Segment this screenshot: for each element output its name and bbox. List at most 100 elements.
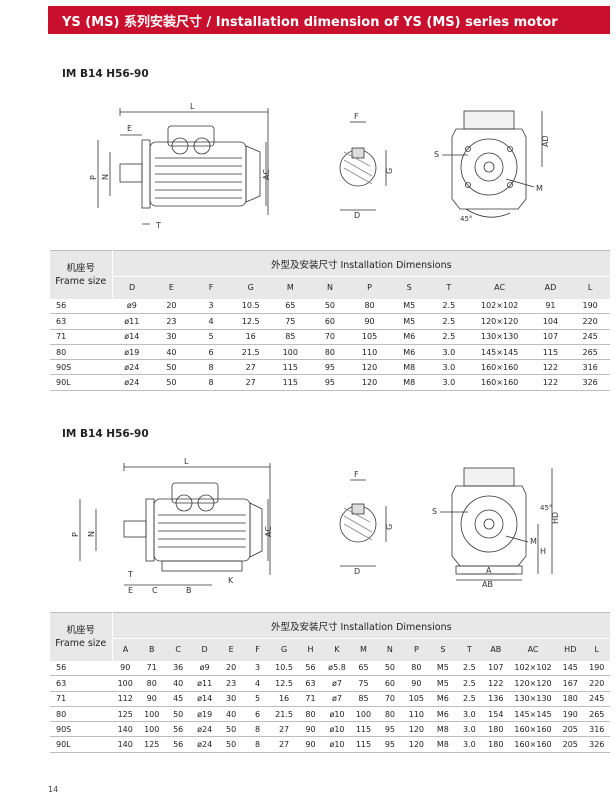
section1-title: IM B14 H56-90 — [62, 68, 149, 80]
table-cell: 190 — [557, 706, 584, 723]
tbl2-column-header: C — [164, 638, 192, 661]
table-cell: 36 — [164, 660, 192, 677]
table-cell: 4 — [244, 675, 271, 692]
tbl2-column-header: AC — [509, 638, 558, 661]
frame-size-cell: 90S — [50, 721, 112, 738]
table-cell: ø14 — [112, 329, 152, 345]
table-cell: 3 — [191, 298, 231, 315]
table-cell: 60 — [310, 313, 350, 330]
table-cell: M5 — [429, 660, 457, 677]
table-cell: ø24 — [112, 359, 152, 376]
table-cell: 160×160 — [468, 374, 531, 391]
tbl1-column-header: F — [191, 276, 231, 299]
tbl2-column-header: P — [403, 638, 430, 661]
s2-label-M: M — [530, 537, 537, 546]
table-cell: 23 — [151, 313, 192, 330]
table-cell: 80 — [297, 706, 324, 723]
s2-label-AC: AC — [264, 526, 273, 537]
tbl2-column-header: AB — [482, 638, 510, 661]
table-cell: 56 — [164, 736, 192, 753]
s2-label-G: G — [385, 524, 394, 530]
s1-label-M: M — [536, 184, 543, 193]
table-cell: 20 — [217, 660, 245, 677]
tbl2-column-header: F — [244, 638, 271, 661]
table-cell: 50 — [376, 660, 404, 677]
s1-label-AD: AD — [541, 135, 550, 147]
table-cell: M8 — [429, 721, 457, 738]
s2-label-E: E — [128, 586, 133, 595]
table-cell: 80 — [310, 344, 350, 361]
table-cell: 220 — [570, 313, 610, 330]
tbl2-column-header: N — [376, 638, 404, 661]
table-cell: 110 — [349, 344, 390, 361]
table1-group-header: 外型及安装尺寸 Installation Dimensions — [112, 250, 610, 277]
table-cell: 80 — [403, 660, 430, 677]
table-cell: ø9 — [112, 298, 152, 315]
s2-label-F: F — [354, 470, 359, 479]
table-cell: 180 — [557, 691, 584, 707]
table-cell: ø19 — [112, 344, 152, 361]
table-cell: 120 — [403, 736, 430, 753]
table-cell: 8 — [244, 721, 271, 738]
s2-label-HD: HD — [551, 512, 560, 524]
table-cell: 120 — [403, 721, 430, 738]
table-cell: 30 — [217, 691, 245, 707]
table-cell: 136 — [482, 691, 510, 707]
table-cell: 63 — [297, 675, 324, 692]
table-cell: 100 — [270, 344, 311, 361]
frame-size-cell: 71 — [50, 329, 112, 345]
section1-side-view: L E AC P N T — [90, 100, 280, 240]
table-cell: 12.5 — [270, 675, 298, 692]
table-cell: 71 — [138, 660, 165, 677]
s2-label-AB: AB — [482, 580, 493, 588]
table2-group-header: 外型及安装尺寸 Installation Dimensions — [112, 612, 610, 639]
s2-label-D: D — [354, 567, 360, 576]
table-cell: 160×160 — [468, 359, 531, 376]
table-cell: M5 — [389, 313, 429, 330]
tbl2-column-header: G — [270, 638, 298, 661]
frame-size-cell: 80 — [50, 344, 112, 361]
table-cell: 145×145 — [468, 344, 531, 361]
table2-frame-label-cn: 机座号 — [66, 624, 95, 636]
table-cell: 90 — [112, 660, 139, 677]
table-cell: 85 — [270, 329, 311, 345]
table2-frame-label-en: Frame size — [55, 637, 107, 649]
s1-label-N: N — [101, 174, 110, 180]
table-cell: 130×130 — [468, 329, 531, 345]
table-cell: 180 — [482, 721, 510, 738]
table-cell: 115 — [270, 374, 311, 391]
table-cell: 245 — [583, 691, 610, 707]
table-cell: 2.5 — [456, 691, 483, 707]
section2-side-view: L AC P N T E C B K — [72, 455, 282, 595]
table-cell: 2.5 — [429, 329, 469, 345]
table-cell: 190 — [583, 660, 610, 677]
frame-size-cell: 90L — [50, 736, 112, 753]
s2-label-K: K — [228, 576, 234, 585]
s2-label-T: T — [127, 570, 133, 579]
table-cell: 40 — [217, 706, 245, 723]
table-cell: 104 — [530, 313, 571, 330]
table-cell: M8 — [389, 374, 429, 391]
tbl2-column-header: L — [583, 638, 610, 661]
frame-size-cell: 90L — [50, 374, 112, 391]
table-cell: 120 — [349, 359, 390, 376]
table-cell: 3 — [244, 660, 271, 677]
tbl2-column-header: D — [191, 638, 218, 661]
table-cell: 190 — [570, 298, 610, 315]
tbl2-column-header: B — [138, 638, 165, 661]
tbl2-column-header: S — [429, 638, 457, 661]
s2-label-C: C — [152, 586, 158, 595]
table-cell: 3.0 — [429, 374, 469, 391]
table-cell: 70 — [310, 329, 350, 345]
banner-title: YS (MS) 系列安装尺寸 / Installation dimension … — [62, 14, 558, 30]
s1-label-G: G — [385, 168, 394, 174]
table-cell: 4 — [191, 313, 231, 330]
table-cell: 154 — [482, 706, 510, 723]
